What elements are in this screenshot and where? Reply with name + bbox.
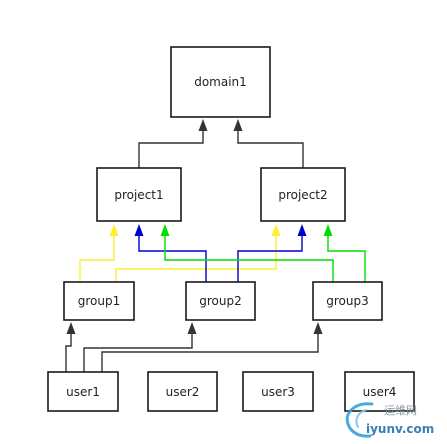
edges-black: [65, 119, 323, 372]
arrowhead-project2-blue: [297, 224, 307, 236]
node-project1-label: project1: [114, 188, 163, 202]
edges-green: [160, 224, 366, 282]
watermark-site: iyunv.com: [366, 422, 434, 436]
edge-project2-domain: [237, 122, 304, 168]
arrowhead-project1-yellow: [109, 224, 119, 236]
node-group3-label: group3: [326, 294, 369, 308]
arrowhead-project1-blue: [134, 224, 144, 236]
edge-group1-project2-yellow: [115, 228, 277, 282]
edge-user1-group3: [101, 325, 319, 372]
node-user4-label: user4: [363, 385, 397, 399]
edge-user1-group1: [65, 325, 72, 372]
node-user2: user2: [147, 371, 218, 412]
node-group2-label: group2: [199, 294, 242, 308]
node-user1-label: user1: [66, 385, 100, 399]
node-group2: group2: [185, 281, 256, 321]
watermark: 运维网 iyunv.com: [345, 402, 434, 438]
node-domain-label: domain1: [194, 75, 247, 89]
edge-user1-group2: [83, 325, 193, 372]
arrowhead-project1-green: [160, 224, 170, 236]
node-group1-label: group1: [78, 294, 121, 308]
node-user1: user1: [47, 371, 119, 412]
arrowhead-domain-left: [198, 119, 208, 131]
edges-blue: [134, 224, 307, 282]
node-project1: project1: [96, 167, 182, 222]
node-group1: group1: [63, 281, 135, 321]
arrowhead-group1: [66, 322, 76, 334]
node-group3: group3: [312, 281, 383, 321]
node-user3-label: user3: [261, 385, 295, 399]
watermark-site-cn: 运维网: [384, 404, 417, 417]
node-user3: user3: [242, 371, 314, 412]
arrowhead-group2: [187, 322, 197, 334]
watermark-logo-icon: [345, 402, 374, 438]
edge-project1-domain: [138, 122, 204, 168]
arrowhead-group3: [313, 322, 323, 334]
edge-group2-project1-blue: [138, 228, 207, 282]
node-domain: domain1: [170, 46, 271, 118]
edge-group3-project1-green: [164, 228, 334, 282]
edge-group2-project2-blue: [237, 228, 303, 282]
edge-group3-project2-green: [327, 228, 366, 282]
node-project2: project2: [260, 167, 346, 222]
node-user2-label: user2: [166, 385, 200, 399]
arrowhead-project2-green: [323, 224, 333, 236]
arrowhead-domain-right: [233, 119, 243, 131]
edge-group1-project1-yellow: [79, 228, 115, 282]
edges-yellow: [79, 224, 281, 282]
arrowhead-project2-yellow: [271, 224, 281, 236]
node-project2-label: project2: [278, 188, 327, 202]
